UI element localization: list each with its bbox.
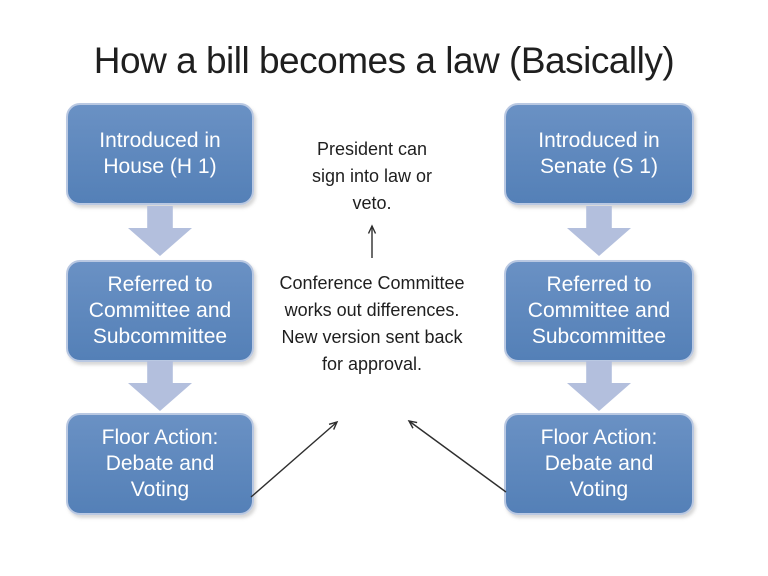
down-arrow-icon	[128, 206, 192, 256]
down-arrow-icon	[128, 361, 192, 411]
page-title: How a bill becomes a law (Basically)	[93, 40, 675, 81]
flow-box-label: Introduced in Senate (S 1)	[538, 129, 660, 178]
flow-box-house-introduced: Introduced in House (H 1)	[66, 103, 254, 205]
flow-box-label: Floor Action: Debate and Voting	[101, 426, 219, 501]
down-arrow-icon	[567, 361, 631, 411]
flow-box-label: Floor Action: Debate and Voting	[540, 426, 658, 501]
diagonal-arrow-from-senate-icon	[407, 420, 507, 493]
down-arrow-icon	[567, 206, 631, 256]
flow-box-senate-committee: Referred to Committee and Subcommittee	[504, 260, 694, 362]
flow-box-senate-floor-action: Floor Action: Debate and Voting	[504, 413, 694, 515]
flow-box-label: Referred to Committee and Subcommittee	[527, 273, 671, 348]
flow-box-house-floor-action: Floor Action: Debate and Voting	[66, 413, 254, 515]
flow-box-label: Introduced in House (H 1)	[99, 129, 221, 178]
president-note: President can sign into law or veto.	[311, 139, 433, 213]
flow-box-senate-introduced: Introduced in Senate (S 1)	[504, 103, 694, 205]
diagonal-arrow-from-house-icon	[250, 420, 339, 498]
flow-box-house-committee: Referred to Committee and Subcommittee	[66, 260, 254, 362]
conference-note: Conference Committee works out differenc…	[279, 273, 465, 374]
flow-box-label: Referred to Committee and Subcommittee	[88, 273, 232, 348]
